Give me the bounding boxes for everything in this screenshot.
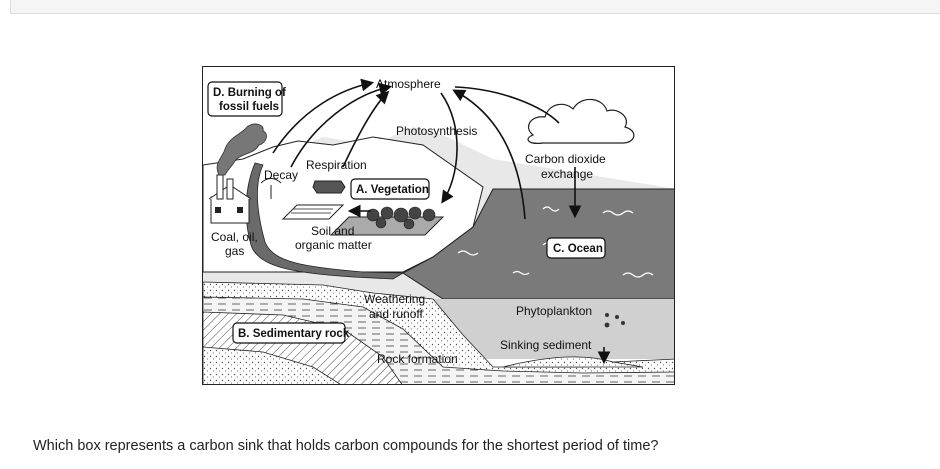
respiration-label: Respiration bbox=[306, 158, 367, 172]
atmosphere-label: Atmosphere bbox=[376, 77, 441, 91]
soil-label-2: organic matter bbox=[295, 238, 372, 252]
sinking-sediment-label: Sinking sediment bbox=[500, 338, 592, 352]
box-b-label: B. Sedimentary rock bbox=[238, 328, 350, 340]
box-d-frame bbox=[207, 81, 283, 117]
factory-icon bbox=[208, 123, 267, 224]
box-d-label-1: D. Burning of bbox=[213, 87, 286, 99]
box-d-label-2: fossil fuels bbox=[219, 101, 279, 113]
coal-label-1: Coal, oil, bbox=[211, 230, 258, 244]
carbon-cycle-diagram: Atmosphere Photosynthesis Respiration De… bbox=[202, 66, 675, 385]
co2-exchange-label-1: Carbon dioxide bbox=[525, 152, 606, 166]
photosynthesis-label: Photosynthesis bbox=[396, 124, 477, 138]
box-c-frame bbox=[546, 237, 606, 259]
soil-label-1: Soil and bbox=[311, 224, 354, 238]
co2-exchange-label-2: exchange bbox=[541, 167, 593, 181]
box-c-label: C. Ocean bbox=[553, 243, 603, 255]
rock-formation-label: Rock formation bbox=[377, 352, 458, 366]
weathering-label-2: and runoff bbox=[369, 307, 423, 321]
top-bar bbox=[10, 0, 940, 14]
coal-label-2: gas bbox=[225, 244, 244, 258]
box-a-label: A. Vegetation bbox=[356, 184, 429, 196]
phytoplankton-label: Phytoplankton bbox=[516, 304, 592, 318]
weathering-label-1: Weathering bbox=[364, 292, 425, 306]
box-b-frame bbox=[232, 322, 346, 344]
question-text: Which box represents a carbon sink that … bbox=[33, 438, 659, 454]
decay-label: Decay bbox=[264, 168, 298, 182]
box-a-frame bbox=[350, 178, 430, 200]
